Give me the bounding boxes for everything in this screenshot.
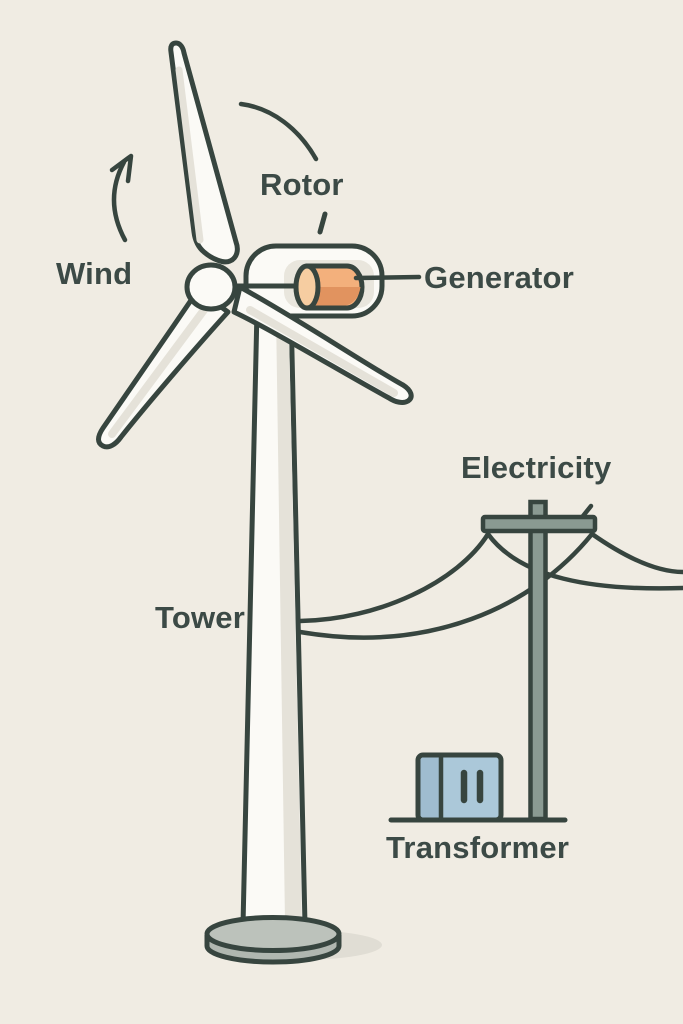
rotor-blades xyxy=(96,40,414,450)
blade-top xyxy=(168,40,240,265)
power-line-left-to-tower xyxy=(297,531,491,624)
power-line-right-lower xyxy=(485,531,683,591)
generator-end-cap xyxy=(293,263,321,311)
tower-base xyxy=(204,915,342,965)
rotor-label: Rotor xyxy=(260,167,344,202)
blade-lower-left-shading xyxy=(108,306,208,438)
transformer-label: Transformer xyxy=(386,830,570,865)
transformer-side-panel xyxy=(420,757,441,818)
generator-leader-line xyxy=(353,274,422,281)
crossarm-peg xyxy=(580,503,594,519)
base-top-disc xyxy=(204,915,342,953)
tower-shading xyxy=(276,312,302,922)
tower-label: Tower xyxy=(155,600,245,635)
rotor-pointer-tick xyxy=(317,211,328,235)
blade-top-shading xyxy=(175,66,204,244)
power-line-right-upper xyxy=(589,531,683,575)
transformer-vents-icon xyxy=(460,769,484,804)
nacelle xyxy=(236,243,422,319)
pole-mast xyxy=(528,499,548,822)
generator-cylinder xyxy=(293,263,365,311)
wind-arrow-head xyxy=(109,153,134,184)
rotor-rotation-arc-icon xyxy=(238,101,319,162)
blade-lower-right-shading xyxy=(246,306,398,397)
wind-arrow-icon xyxy=(109,153,134,243)
generator-label: Generator xyxy=(424,260,574,295)
power-line-cross-to-tower xyxy=(297,531,595,640)
rotor-hub xyxy=(184,262,238,312)
wind-label: Wind xyxy=(56,256,133,291)
wind-arrow-shaft xyxy=(111,159,128,243)
power-lines xyxy=(297,531,683,640)
tower xyxy=(240,307,308,928)
generator-body-shading xyxy=(308,287,361,306)
pole-crossarm xyxy=(480,514,598,534)
transformer-box xyxy=(415,752,504,823)
electricity-label: Electricity xyxy=(461,450,612,485)
